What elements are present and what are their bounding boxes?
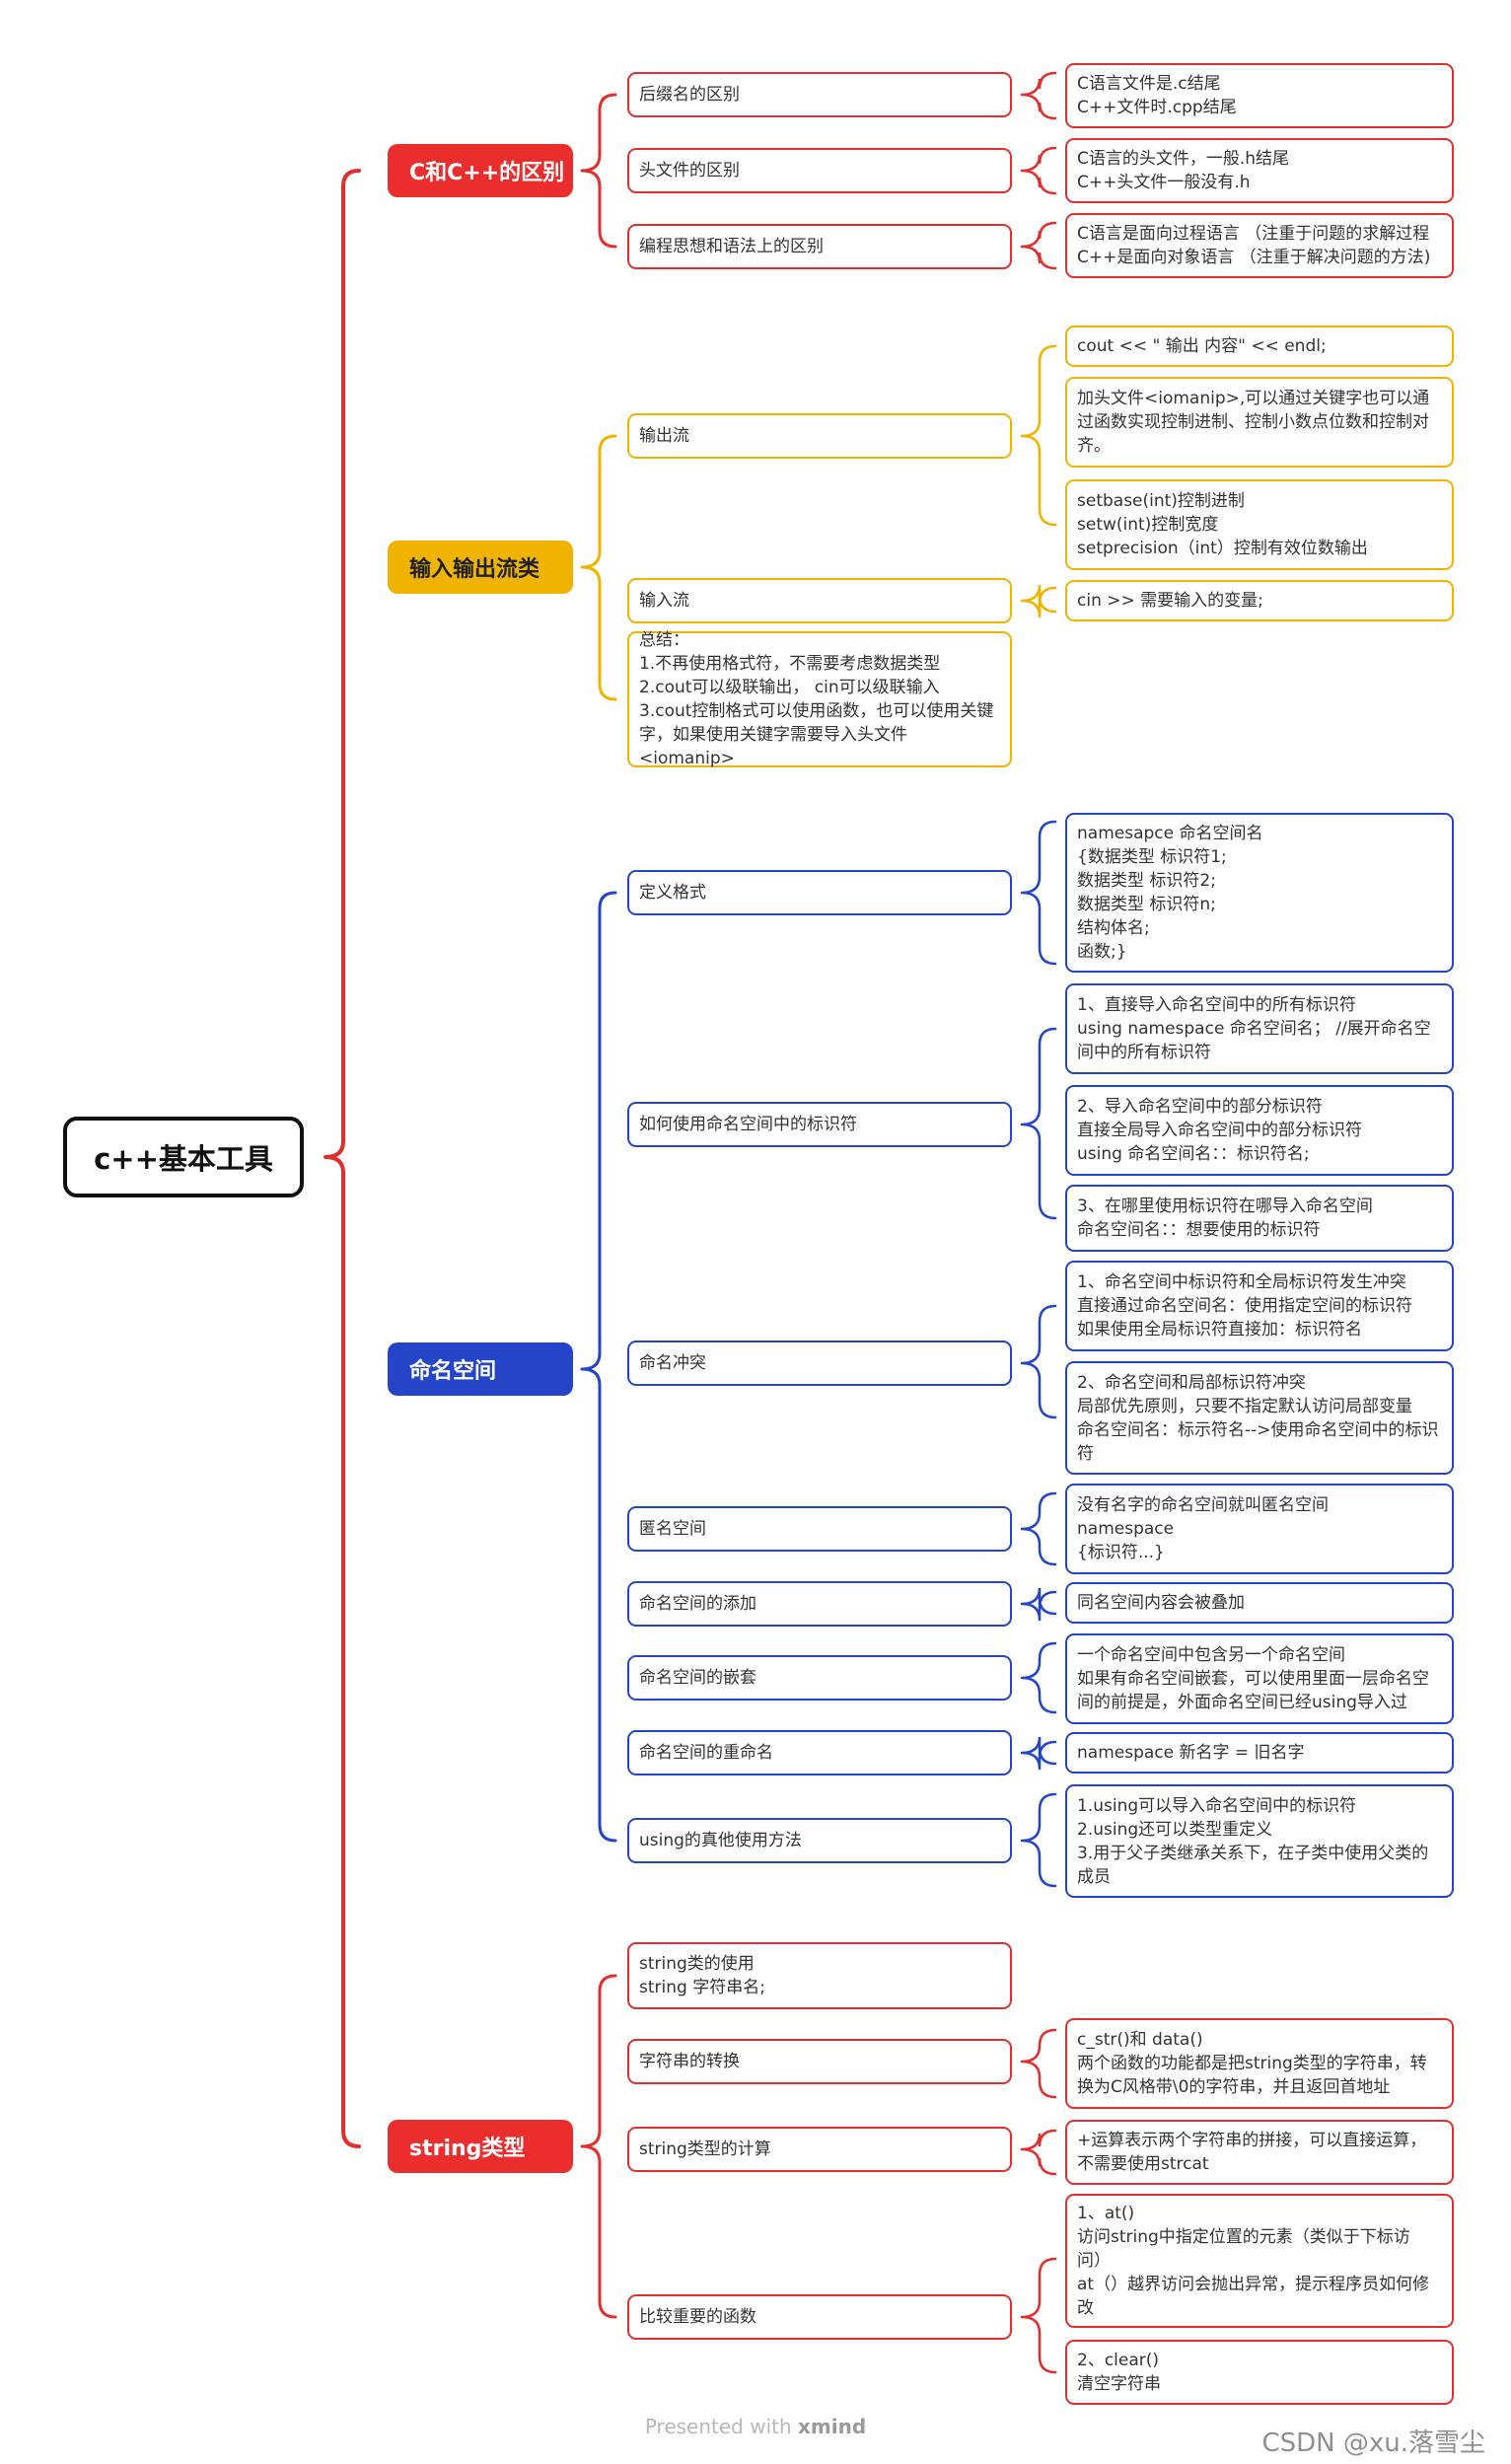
- subtopic[interactable]: 后缀名的区别: [627, 72, 1012, 117]
- root-topic[interactable]: c++基本工具: [63, 1117, 304, 1197]
- leaf-note[interactable]: 1、命名空间中标识符和全局标识符发生冲突 直接通过命名空间名：使用指定空间的标识…: [1065, 1261, 1454, 1351]
- subtopic[interactable]: string类的使用 string 字符串名;: [627, 1942, 1012, 2009]
- leaf-note[interactable]: 没有名字的命名空间就叫匿名空间 namespace {标识符...}: [1065, 1484, 1454, 1574]
- branch-c-vs-cpp[interactable]: C和C++的区别: [388, 144, 573, 197]
- subtopic[interactable]: 命名空间的嵌套: [627, 1655, 1012, 1701]
- brace-connector: [580, 891, 617, 1843]
- footer-presented: Presented with: [644, 2415, 792, 2438]
- brace-connector: [1020, 820, 1057, 966]
- leaf-note[interactable]: setbase(int)控制进制 setw(int)控制宽度 setprecis…: [1065, 479, 1454, 570]
- leaf-note[interactable]: 1、at() 访问string中指定位置的元素（类似于下标访问） at（）越界访…: [1065, 2194, 1454, 2328]
- leaf-note[interactable]: 3、在哪里使用标识符在哪导入命名空间 命名空间名：：想要使用的标识符: [1065, 1185, 1454, 1252]
- branch-namespace[interactable]: 命名空间: [388, 1342, 573, 1396]
- leaf-note[interactable]: 一个命名空间中包含另一个命名空间 如果有命名空间嵌套，可以使用里面一层命名空间的…: [1065, 1633, 1454, 1724]
- brace-connector: [1020, 2028, 1057, 2099]
- brace-connector: [1020, 1736, 1057, 1771]
- brace-connector: [1020, 146, 1057, 195]
- branch-label: 命名空间: [409, 1359, 497, 1384]
- subtopic[interactable]: 输入流: [627, 578, 1012, 623]
- brace-connector: [1020, 1027, 1057, 1220]
- brace-connector: [580, 93, 617, 249]
- subtopic[interactable]: 头文件的区别: [627, 148, 1012, 193]
- subtopic[interactable]: 匿名空间: [627, 1506, 1012, 1552]
- leaf-note[interactable]: 1.using可以导入命名空间中的标识符 2.using还可以类型重定义 3.用…: [1065, 1784, 1454, 1898]
- subtopic[interactable]: 字符串的转换: [627, 2039, 1012, 2084]
- brace-connector: [1020, 2129, 1057, 2176]
- leaf-note[interactable]: 同名空间内容会被叠加: [1065, 1582, 1454, 1624]
- leaf-note[interactable]: C语言的头文件，一般.h结尾 C++头文件一般没有.h: [1065, 138, 1454, 203]
- xmind-logo: xmind: [798, 2415, 867, 2438]
- presented-with-footer: Presented with xmind: [0, 2415, 1511, 2438]
- subtopic[interactable]: string类型的计算: [627, 2127, 1012, 2172]
- subtopic[interactable]: 编程思想和语法上的区别: [627, 224, 1012, 269]
- leaf-note[interactable]: C语言文件是.c结尾 C++文件时.cpp结尾: [1065, 63, 1454, 128]
- leaf-note[interactable]: namesapce 命名空间名 {数据类型 标识符1; 数据类型 标识符2; 数…: [1065, 813, 1454, 973]
- leaf-note[interactable]: 1、直接导入命名空间中的所有标识符 using namespace 命名空间名；…: [1065, 983, 1454, 1074]
- leaf-note[interactable]: 2、命名空间和局部标识符冲突 局部优先原则，只要不指定默认访问局部变量 命名空间…: [1065, 1361, 1454, 1475]
- leaf-note[interactable]: 加头文件<iomanip>,可以通过关键字也可以通过函数实现控制进制、控制小数点…: [1065, 377, 1454, 468]
- brace-connector: [1020, 1304, 1057, 1419]
- leaf-note[interactable]: 2、导入命名空间中的部分标识符 直接全局导入命名空间中的部分标识符 using …: [1065, 1085, 1454, 1176]
- brace-connector: [1020, 584, 1057, 618]
- branch-string-type[interactable]: string类型: [388, 2120, 573, 2173]
- brace-connector: [1020, 1587, 1057, 1622]
- subtopic[interactable]: 命名空间的重命名: [627, 1730, 1012, 1776]
- brace-connector: [1020, 1792, 1057, 1888]
- leaf-note[interactable]: 2、clear() 清空字符串: [1065, 2340, 1454, 2405]
- subtopic[interactable]: 如何使用命名空间中的标识符: [627, 1102, 1012, 1147]
- leaf-note[interactable]: cin >> 需要输入的变量;: [1065, 580, 1454, 621]
- leaf-note[interactable]: c_str()和 data() 两个函数的功能都是把string类型的字符串，转…: [1065, 2018, 1454, 2109]
- leaf-note[interactable]: cout << " 输出 内容" << endl;: [1065, 326, 1454, 367]
- root-title: c++基本工具: [94, 1142, 273, 1176]
- leaf-note[interactable]: +运算表示两个字符串的拼接，可以直接运算，不需要使用strcat: [1065, 2120, 1454, 2185]
- subtopic[interactable]: 输出流: [627, 413, 1012, 459]
- brace-connector: [1020, 1491, 1057, 1566]
- branch-io-stream[interactable]: 输入输出流类: [388, 541, 573, 594]
- brace-connector: [1020, 221, 1057, 270]
- branch-label: string类型: [409, 2137, 526, 2161]
- branch-label: 输入输出流类: [409, 557, 540, 582]
- leaf-note[interactable]: C语言是面向过程语言 （注重于问题的求解过程 C++是面向对象语言 （注重于解决…: [1065, 213, 1454, 278]
- csdn-watermark: CSDN @xu.落雪尘: [1261, 2428, 1485, 2458]
- brace-connector: [580, 434, 617, 701]
- brace-connector: [1020, 71, 1057, 120]
- subtopic[interactable]: 命名空间的添加: [627, 1581, 1012, 1627]
- subtopic[interactable]: 命名冲突: [627, 1341, 1012, 1386]
- brace-connector: [1020, 1641, 1057, 1714]
- leaf-note[interactable]: namespace 新名字 = 旧名字: [1065, 1732, 1454, 1774]
- brace-connector: [580, 1974, 617, 2319]
- brace-connector: [324, 169, 361, 2148]
- subtopic[interactable]: using的真他使用方法: [627, 1818, 1012, 1863]
- subtopic[interactable]: 定义格式: [627, 870, 1012, 915]
- subtopic[interactable]: 比较重要的函数: [627, 2294, 1012, 2340]
- branch-label: C和C++的区别: [409, 161, 565, 185]
- brace-connector: [1020, 2257, 1057, 2374]
- brace-connector: [1020, 344, 1057, 527]
- subtopic-summary[interactable]: 总结： 1.不再使用格式符，不需要考虑数据类型 2.cout可以级联输出， ci…: [627, 630, 1012, 768]
